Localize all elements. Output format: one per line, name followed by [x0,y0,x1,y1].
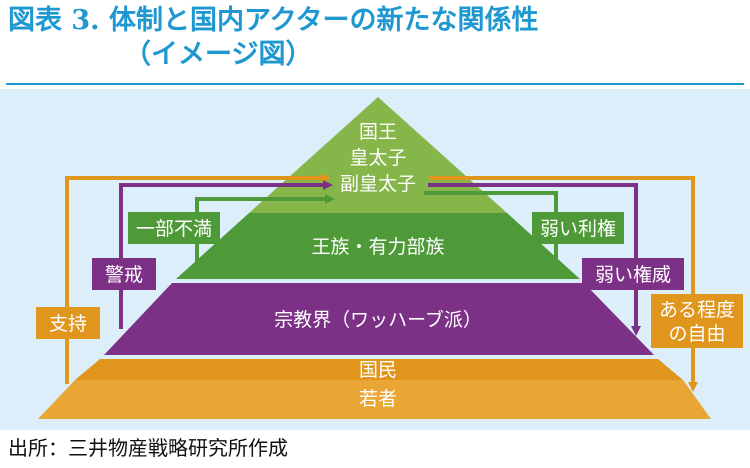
freedom-label-line1: ある程度 [659,299,735,321]
weak-interest-label-box [532,212,624,244]
tier-top-crown-prince: 皇太子 [349,147,406,169]
figure-title: 図表 3. 体制と国内アクターの新たな関係性 （イメージ図） [8,4,748,72]
title-underline [6,83,744,85]
tier-people-nation: 国民 [359,359,397,381]
tier-top-king: 国王 [359,121,397,143]
freedom-label-box [651,294,743,348]
tier-people-upper [75,359,683,380]
figure-title-line2: （イメージ図） [124,39,313,70]
weak-interest-label: 弱い利権 [540,218,616,240]
freedom-label-line2: の自由 [668,323,725,345]
tier-religious-label: 宗教界（ワッハーブ派） [274,308,482,331]
support-label: 支持 [49,313,87,335]
tier-people-youth: 若者 [359,388,397,410]
discontent-label: 一部不満 [136,218,212,240]
tier-royals [176,213,580,279]
figure-title-line1: 図表 3. 体制と国内アクターの新たな関係性 [8,5,539,36]
source-note: 出所：三井物産戦略研究所作成 [8,436,288,460]
tier-religious [104,283,654,355]
discontent-label-box [128,212,220,244]
weak-authority-label: 弱い権威 [595,264,671,286]
vigilance-label-box [92,258,156,290]
vigilance-label: 警戒 [105,264,143,286]
tier-people-lower [38,380,711,419]
support-label-box [36,307,100,339]
weak-authority-label-box [582,258,684,290]
tier-royals-label: 王族・有力部族 [311,236,444,258]
pyramid-diagram: 国王 皇太子 副皇太子 王族・有力部族 宗教界（ワッハーブ派） 国民 若者 支持… [36,97,743,419]
tier-top-deputy-crown-prince: 副皇太子 [340,173,416,195]
